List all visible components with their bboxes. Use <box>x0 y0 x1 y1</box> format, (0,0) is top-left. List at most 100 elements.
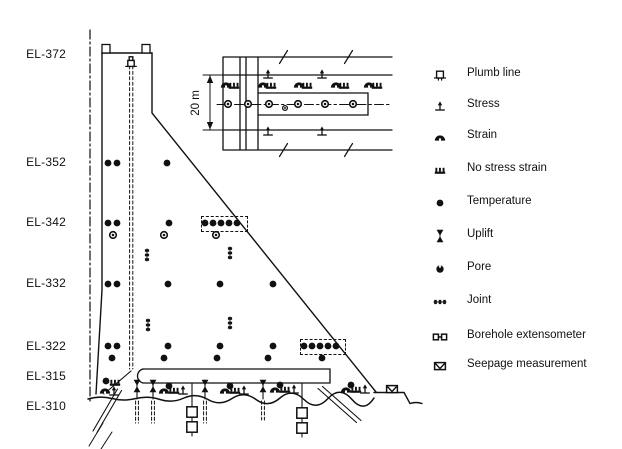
stress-symbol <box>236 382 252 398</box>
temperature-symbol <box>100 276 116 292</box>
no-stress-strain-symbol <box>369 77 385 93</box>
strain-symbol <box>156 382 172 398</box>
uplift-symbol <box>129 378 145 394</box>
temperature-symbol <box>98 373 114 389</box>
no-stress-strain-symbol <box>166 382 182 398</box>
stress-symbol <box>314 123 330 139</box>
legend-label: Temperature <box>467 195 532 207</box>
temperature-symbol <box>213 215 229 231</box>
strain-symbol <box>97 382 113 398</box>
no-stress-strain-symbol <box>277 381 293 397</box>
foundation-line <box>87 391 375 407</box>
temperature-symbol <box>156 350 172 366</box>
no-stress-strain-symbol <box>348 381 364 397</box>
temperature-symbol <box>100 338 116 354</box>
legend-label: Borehole extensometer <box>467 329 586 341</box>
legend-label: Uplift <box>467 228 494 240</box>
temperature-symbol <box>320 338 336 354</box>
dimension-line <box>202 74 224 131</box>
joint-symbol <box>139 247 155 263</box>
legend-label: Pore <box>467 261 492 273</box>
extensometer-stems <box>191 382 303 438</box>
temperature-symbol <box>104 350 120 366</box>
dimension-arrow-top <box>206 75 214 83</box>
pore-symbol-small <box>277 100 293 116</box>
stress-symbol <box>314 66 330 82</box>
no-stress-strain-icon <box>432 162 448 178</box>
pore-symbol <box>345 96 361 112</box>
borehole-extensometer-symbol <box>184 419 200 435</box>
temperature-symbol <box>159 155 175 171</box>
temperature-symbol <box>312 338 328 354</box>
plan-gallery <box>257 92 369 116</box>
gallery-outline <box>142 368 331 384</box>
plumb-line-symbol <box>123 54 139 70</box>
pore-symbol <box>261 96 277 112</box>
strain-symbol <box>218 76 234 92</box>
temperature-symbol <box>161 378 177 394</box>
elevation-label: EL-310 <box>26 399 66 413</box>
temperature-symbol <box>160 338 176 354</box>
strain-symbol <box>328 76 344 92</box>
stress-symbol <box>106 383 122 399</box>
strain-symbol <box>338 381 354 397</box>
pore-symbol <box>208 227 224 243</box>
temperature-symbol <box>229 215 245 231</box>
temperature-symbol <box>109 276 125 292</box>
plan-dimension-label: 20 m <box>190 90 202 116</box>
strain-icon <box>432 129 448 145</box>
temperature-symbol <box>222 378 238 394</box>
no-stress-strain-symbol <box>263 77 279 93</box>
stress-symbol <box>175 382 191 398</box>
joint-symbol <box>222 245 238 261</box>
temperature-symbol <box>343 377 359 393</box>
temperature-symbol <box>212 338 228 354</box>
strain-symbol <box>217 382 233 398</box>
temperature-symbol <box>160 276 176 292</box>
temperature-symbol <box>100 215 116 231</box>
downstream-face <box>151 52 377 393</box>
plumb-line-icon <box>432 67 448 83</box>
seepage-measurement-symbol <box>384 381 400 397</box>
temperature-symbol <box>328 338 344 354</box>
temperature-symbol <box>100 155 116 171</box>
legend-label: Seepage measurement <box>467 358 587 370</box>
legend-label: Plumb line <box>467 67 521 79</box>
strain-symbol <box>255 76 271 92</box>
pore-symbol <box>105 227 121 243</box>
elevation-label: EL-372 <box>26 47 66 61</box>
uplift-symbol <box>255 378 271 394</box>
borehole-extensometer-icon <box>432 329 448 345</box>
temperature-symbol <box>161 215 177 231</box>
no-stress-strain-symbol <box>107 374 123 390</box>
strain-cluster-box <box>300 339 346 355</box>
temperature-symbol <box>265 276 281 292</box>
elevation-label: EL-315 <box>26 369 66 383</box>
joint-icon <box>432 294 448 310</box>
legend-label: Joint <box>467 294 492 306</box>
legend-label: Stress <box>467 98 500 110</box>
parapet-right <box>141 43 151 54</box>
no-stress-strain-symbol <box>336 77 352 93</box>
legend-label: No stress strain <box>467 162 547 174</box>
strain-cluster-box <box>201 216 248 232</box>
uplift-symbol <box>197 378 213 394</box>
temperature-symbol <box>314 350 330 366</box>
uplift-icon <box>432 228 448 244</box>
temperature-symbol <box>304 338 320 354</box>
no-stress-strain-symbol <box>227 382 243 398</box>
elevation-label: EL-322 <box>26 339 66 353</box>
no-stress-strain-symbol <box>299 77 315 93</box>
plan-break-marks <box>278 49 354 158</box>
temperature-symbol <box>272 377 288 393</box>
dimension-arrow-bottom <box>206 122 214 130</box>
inclined-drains <box>92 385 362 434</box>
temperature-symbol <box>265 338 281 354</box>
upstream-face <box>95 51 103 395</box>
pore-icon <box>432 261 448 277</box>
temperature-symbol <box>197 215 213 231</box>
strain-symbol <box>291 76 307 92</box>
heel-hatch <box>88 422 113 449</box>
